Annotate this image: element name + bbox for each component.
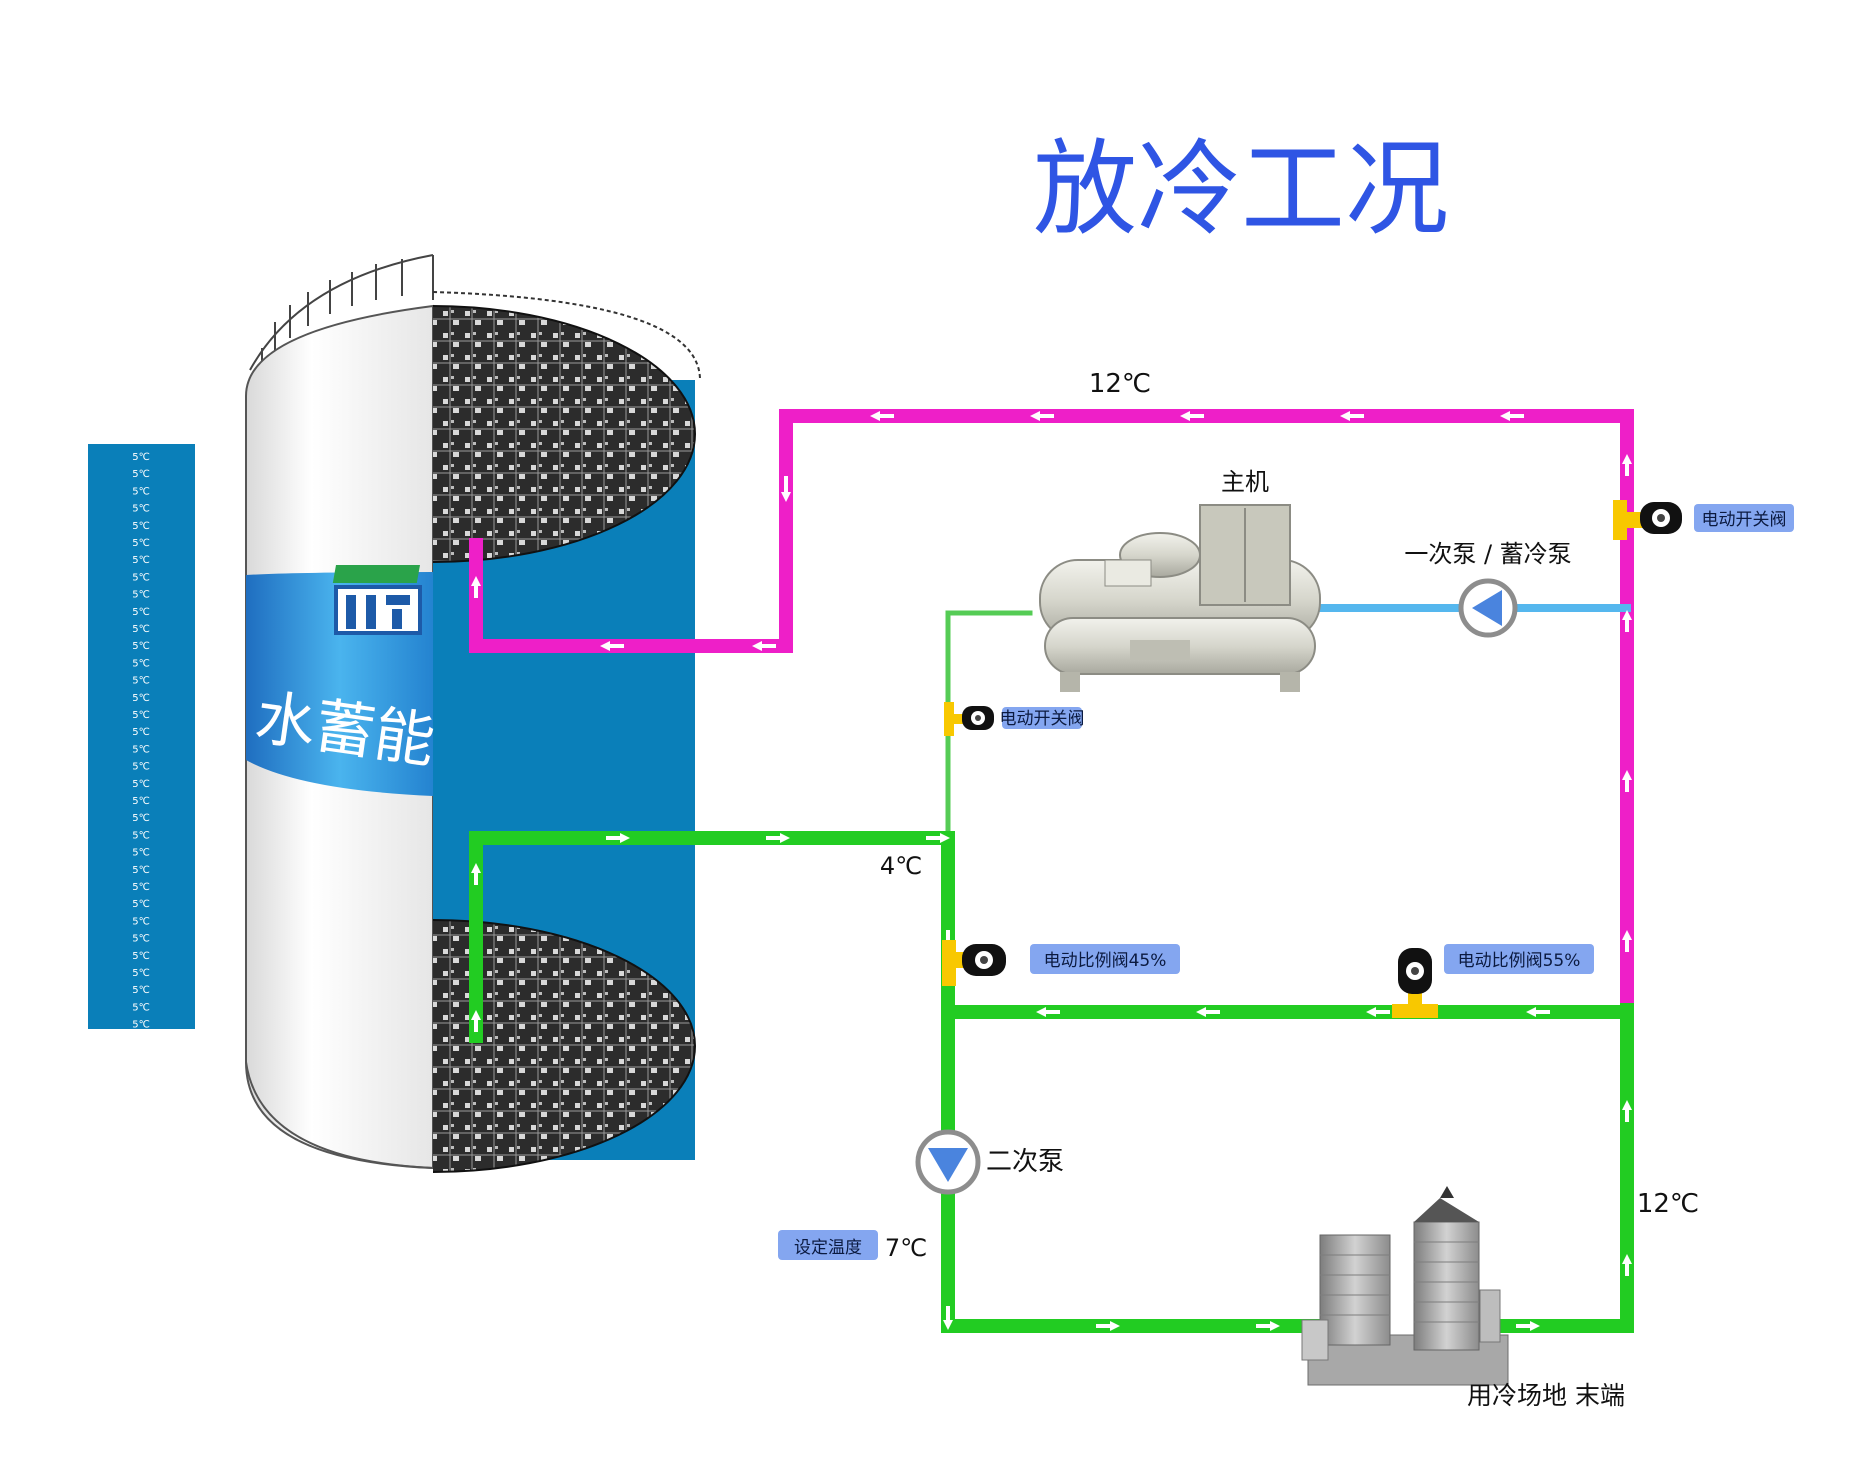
scale-row-label: 5℃	[132, 555, 150, 566]
scale-row-label: 5℃	[132, 607, 150, 618]
valve-proportional-55-tag: 电动比例阀55%	[1458, 951, 1581, 971]
cold-pipe-load-return	[1493, 1003, 1634, 1333]
temp-supply-top: 12℃	[1089, 369, 1151, 399]
setpoint-tag-bg	[778, 1230, 878, 1260]
scale-row-label: 5℃	[132, 968, 150, 979]
company-logo	[332, 565, 422, 635]
scale-row-label: 5℃	[132, 658, 150, 669]
valve-chiller-onoff-tag: 电动开关阀	[1000, 709, 1085, 729]
storage-tank: 水蓄能	[245, 254, 701, 1173]
valve-proportional-45-tag-bg	[1030, 944, 1180, 974]
load-buildings[interactable]	[1301, 1186, 1509, 1386]
primary-pump-label: 一次泵 / 蓄冷泵	[1404, 540, 1571, 568]
bottom-diffuser	[433, 919, 696, 1173]
secondary-pump[interactable]	[915, 1129, 981, 1195]
load-label: 用冷场地 末端	[1467, 1381, 1625, 1410]
valve-top-right[interactable]	[1613, 500, 1682, 540]
valve-chiller-onoff-tag-bg	[1002, 707, 1082, 729]
scale-row-label: 5℃	[132, 710, 150, 721]
scale-row-label: 5℃	[132, 521, 150, 532]
valve-top-right-tag: 电动开关阀	[1702, 510, 1787, 530]
scale-row-label: 5℃	[132, 848, 150, 859]
valve-top-right-tag-bg	[1694, 504, 1794, 532]
scale-row-label: 5℃	[132, 744, 150, 755]
pump-direction-icon	[928, 1148, 968, 1182]
scale-row-label: 5℃	[132, 813, 150, 824]
scale-row-label: 5℃	[132, 504, 150, 515]
scale-row-label: 5℃	[132, 452, 150, 463]
scale-row-label: 5℃	[132, 1002, 150, 1013]
scale-row-label: 5℃	[132, 469, 150, 480]
scale-row-label: 5℃	[132, 865, 150, 876]
scale-row-label: 5℃	[132, 830, 150, 841]
temperature-scale: 5℃ 5℃ 5℃ 5℃ 5℃ 5℃ 5℃ 5℃ 5℃ 5℃ 5℃ 5℃ 5℃ 5℃ 5℃ 5℃ 5℃ 5℃ 5℃ 5℃…	[88, 444, 195, 1031]
scale-row-label: 5℃	[132, 882, 150, 893]
scale-row-label: 5℃	[132, 916, 150, 927]
scale-row-label: 5℃	[132, 899, 150, 910]
secondary-pump-label: 二次泵	[986, 1147, 1064, 1177]
top-diffuser	[433, 305, 696, 563]
scale-row-label: 5℃	[132, 796, 150, 807]
scale-row-label: 5℃	[132, 624, 150, 635]
scale-row-label: 5℃	[132, 934, 150, 945]
setpoint-value: 7℃	[885, 1234, 927, 1262]
setpoint-tag: 设定温度	[794, 1238, 862, 1258]
pump-direction-icon	[1472, 590, 1502, 626]
scale-row-label: 5℃	[132, 951, 150, 962]
scale-row-label: 5℃	[132, 641, 150, 652]
scale-row-label: 5℃	[132, 762, 150, 773]
valve-chiller-onoff[interactable]	[944, 702, 994, 736]
primary-pump[interactable]	[1458, 578, 1518, 638]
scale-row-label: 5℃	[132, 985, 150, 996]
scale-row-label: 5℃	[132, 572, 150, 583]
page-title: 放冷工况	[1033, 128, 1449, 250]
chiller-outlet-pipe	[945, 610, 1033, 841]
scale-row-label: 5℃	[132, 676, 150, 687]
scale-row-label: 5℃	[132, 486, 150, 497]
scale-row-label: 5℃	[132, 538, 150, 549]
temp-return-right: 12℃	[1637, 1189, 1699, 1219]
scale-row-label: 5℃	[132, 727, 150, 738]
scale-row-label: 5℃	[132, 693, 150, 704]
temp-tank-outlet: 4℃	[880, 852, 922, 880]
chiller-label: 主机	[1221, 468, 1269, 496]
scale-row-label: 5℃	[132, 779, 150, 790]
scale-row-label: 5℃	[132, 590, 150, 601]
valve-proportional-55-tag-bg	[1444, 944, 1594, 974]
valve-proportional-45[interactable]	[942, 940, 1006, 986]
valve-proportional-55[interactable]	[1392, 948, 1438, 1018]
chiller[interactable]	[1039, 504, 1321, 692]
valve-proportional-45-tag: 电动比例阀45%	[1044, 951, 1167, 971]
scale-row-label: 5℃	[132, 1020, 150, 1031]
